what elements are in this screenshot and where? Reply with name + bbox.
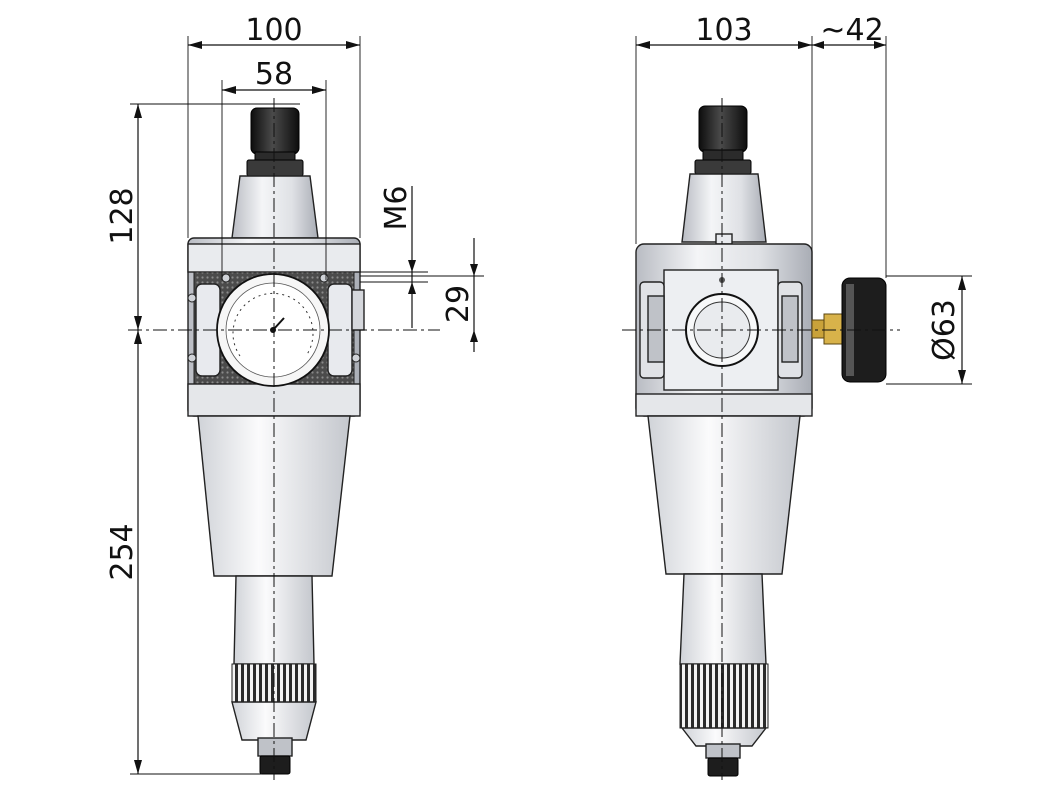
- bowl-bottom: [231, 701, 317, 741]
- filter-bowl-upper: [647, 415, 801, 575]
- bonnet: [231, 175, 319, 239]
- adjustment-knob: [698, 105, 748, 153]
- lock-nut: [694, 159, 752, 175]
- drain-valve: [259, 755, 291, 775]
- side-port-right-detail: [781, 295, 799, 363]
- bowl-bottom: [680, 727, 768, 747]
- port-right-tab: [351, 289, 365, 331]
- dim-gauge-diameter: Ø63: [927, 299, 962, 361]
- dim-height-254: 254: [105, 523, 140, 580]
- dim-width-100: 100: [245, 13, 302, 48]
- lock-nut: [246, 159, 304, 177]
- bowl-grip-ribs: [679, 663, 769, 729]
- screw: [351, 353, 361, 363]
- bonnet: [681, 173, 767, 243]
- adjustment-knob: [250, 107, 300, 155]
- screw: [187, 353, 197, 363]
- filter-bowl-upper: [197, 415, 351, 577]
- side-view: [635, 105, 887, 777]
- side-port-left-detail: [647, 295, 665, 363]
- dim-height-128: 128: [105, 187, 140, 244]
- dim-spacing-29: 29: [441, 285, 476, 323]
- front-view: [187, 107, 365, 775]
- drain-valve: [707, 757, 739, 777]
- dim-gauge-offset-42: ~42: [820, 13, 883, 48]
- filter-bowl-lower: [679, 573, 767, 665]
- dim-width-58: 58: [255, 57, 293, 92]
- dim-thread-m6: M6: [379, 186, 414, 231]
- dim-width-103: 103: [695, 13, 752, 48]
- screw: [319, 273, 329, 283]
- body-bottom-band: [635, 393, 813, 417]
- bonnet-tab: [715, 233, 733, 245]
- drain-collar: [705, 743, 741, 759]
- drain-collar: [257, 737, 293, 757]
- screw: [187, 293, 197, 303]
- screw: [221, 273, 231, 283]
